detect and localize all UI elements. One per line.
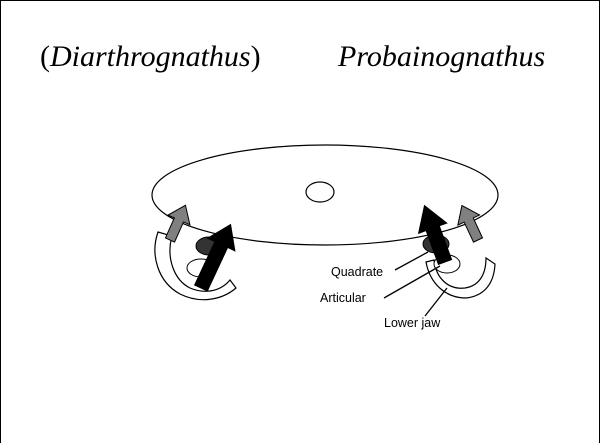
title-diarthrognathus: (Diarthrognathus) [40,40,261,73]
quadrate-label: Quadrate [331,265,383,279]
quadrate-leader [394,251,429,271]
articular-leader [383,265,441,299]
right-lower-jaw-outline [425,256,496,299]
lower-jaw-label: Lower jaw [384,316,441,330]
title-probainognathus: Probainognathus [338,40,546,73]
black-arrow-icon [417,204,453,266]
lower-jaw-leader [424,287,448,317]
articular-label: Articular [320,291,366,305]
left-lower-jaw-outline [154,231,237,301]
foramen [305,181,335,203]
black-arrow-icon [193,223,236,292]
gray-arrow-icon [457,204,484,243]
gray-arrow-icon [164,204,191,243]
